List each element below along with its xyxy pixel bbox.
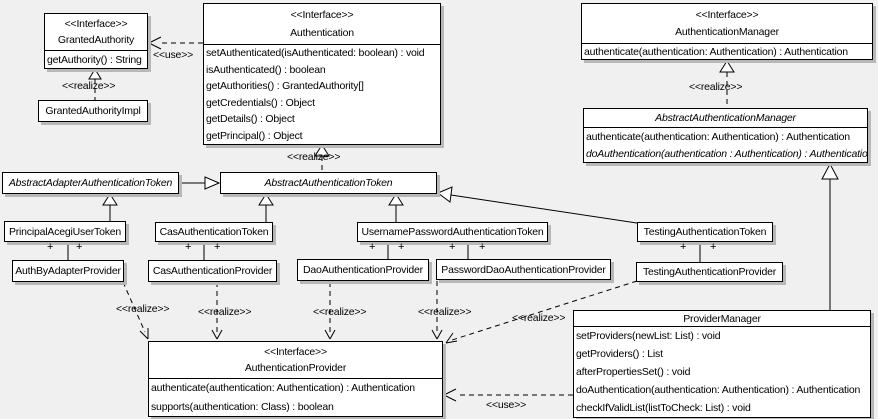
method: getDetails() : Object bbox=[206, 113, 295, 126]
class-authentication: <<Interface>> Authentication setAuthenti… bbox=[203, 3, 441, 145]
use-label: <<use>> bbox=[486, 399, 527, 411]
realize-arrow-daoauthenticationprovider bbox=[324, 282, 336, 340]
realize-label: <<realize>> bbox=[512, 312, 566, 324]
use-arrow-providermanager-authenticationprovider bbox=[443, 388, 573, 402]
method: setProviders(newList: List) : void bbox=[576, 330, 721, 342]
realize-label: <<realize>> bbox=[689, 81, 743, 93]
stereotype: <<Interface>> bbox=[695, 9, 759, 21]
realize-label: <<realize>> bbox=[313, 306, 367, 318]
realize-label: <<realize>> bbox=[62, 80, 116, 92]
class-name: CasAuthenticationProvider bbox=[152, 265, 273, 277]
class-name: AuthenticationManager bbox=[675, 26, 779, 38]
generalization-arrow-principal-token bbox=[102, 193, 118, 221]
realize-arrow-testingauthenticationprovider bbox=[445, 280, 638, 344]
class-abstract-authentication-manager: AbstractAuthenticationManager authentica… bbox=[583, 108, 868, 163]
class-principal-acegi-user-token: PrincipalAcegiUserToken bbox=[4, 221, 126, 242]
generalization-arrow-adapter-token bbox=[181, 176, 221, 190]
class-name: PasswordDaoAuthenticationProvider bbox=[441, 263, 606, 276]
realize-label: <<realize>> bbox=[198, 306, 252, 318]
class-authentication-manager: <<Interface>> AuthenticationManager auth… bbox=[581, 3, 873, 60]
class-abstract-adapter-authentication-token: AbstractAdapterAuthenticationToken bbox=[2, 172, 179, 194]
method: getProviders() : List bbox=[576, 348, 663, 360]
class-name: AuthByAdapterProvider bbox=[15, 265, 121, 277]
class-name: AbstractAuthenticationManager bbox=[655, 112, 796, 124]
class-name: GrantedAuthority bbox=[57, 34, 135, 46]
class-name: ProviderManager bbox=[683, 312, 761, 325]
class-testing-authentication-token: TestingAuthenticationToken bbox=[637, 222, 773, 242]
plus-marker: + bbox=[214, 241, 221, 253]
class-abstract-authentication-token: AbstractAuthenticationToken bbox=[220, 172, 437, 194]
class-name: TestingAuthenticationToken bbox=[643, 226, 767, 238]
plus-marker: + bbox=[680, 241, 687, 253]
class-name: Authentication bbox=[290, 26, 354, 39]
class-granted-authority-impl: GrantedAuthorityImpl bbox=[38, 100, 148, 122]
realize-label: <<realize>> bbox=[418, 306, 472, 318]
class-name: AuthenticationProvider bbox=[244, 362, 347, 374]
method: authenticate(authentication: Authenticat… bbox=[584, 45, 848, 58]
class-name: TestingAuthenticationProvider bbox=[642, 266, 777, 278]
class-name: CasAuthenticationToken bbox=[159, 226, 269, 238]
class-dao-authentication-provider: DaoAuthenticationProvider bbox=[297, 259, 429, 281]
class-provider-manager: ProviderManager setProviders(newList: Li… bbox=[573, 310, 871, 418]
realize-label: <<realize>> bbox=[116, 303, 170, 315]
method: isAuthenticated() : boolean bbox=[206, 63, 326, 76]
realize-label: <<realize>> bbox=[287, 151, 341, 163]
method: afterPropertiesSet() : void bbox=[576, 366, 691, 378]
realize-arrow-abstractauthenticationtoken bbox=[314, 144, 330, 172]
method: getPrincipal() : Object bbox=[206, 129, 303, 142]
method: authenticate(authentication: Authenticat… bbox=[151, 382, 415, 395]
plus-marker: + bbox=[47, 241, 54, 253]
use-label: <<use>> bbox=[153, 49, 194, 61]
realize-arrow-passworddaoauthenticationprovider bbox=[431, 281, 443, 340]
class-name: AbstractAdapterAuthenticationToken bbox=[8, 177, 173, 189]
realize-arrow-abstractauthenticationmanager bbox=[719, 60, 735, 108]
class-password-dao-authentication-provider: PasswordDaoAuthenticationProvider bbox=[436, 259, 611, 280]
method: doAuthentication(authentication: Authent… bbox=[576, 384, 861, 396]
class-name: UsernamePasswordAuthenticationToken bbox=[361, 226, 544, 238]
use-arrow-authentication-grantedauthority bbox=[148, 36, 203, 50]
method: authenticate(authentication: Authenticat… bbox=[586, 130, 850, 143]
generalization-arrow-cas-token bbox=[258, 193, 274, 222]
class-testing-authentication-provider: TestingAuthenticationProvider bbox=[636, 262, 783, 282]
realize-arrow-grantedauthorityimpl bbox=[88, 68, 102, 100]
method: checkIfValidList(listToCheck: List) : vo… bbox=[576, 402, 751, 414]
class-name: GrantedAuthorityImpl bbox=[45, 105, 141, 117]
class-name: PrincipalAcegiUserToken bbox=[8, 225, 122, 238]
class-name: AbstractAuthenticationToken bbox=[264, 177, 393, 189]
plus-marker: + bbox=[76, 241, 83, 253]
class-username-password-authentication-token: UsernamePasswordAuthenticationToken bbox=[357, 222, 548, 242]
generalization-arrow-providermanager bbox=[821, 162, 839, 310]
method: supports(authentication: Class) : boolea… bbox=[151, 400, 334, 413]
class-authentication-provider: <<Interface>> AuthenticationProvider aut… bbox=[148, 341, 443, 417]
plus-marker: + bbox=[369, 241, 376, 253]
generalization-arrow-usernamepassword-token bbox=[388, 193, 404, 222]
realize-arrow-casauthenticationprovider bbox=[211, 282, 223, 340]
realize-arrow-authbyadapterprovider bbox=[122, 281, 149, 340]
class-auth-by-adapter-provider: AuthByAdapterProvider bbox=[12, 260, 124, 282]
stereotype: <<Interface>> bbox=[64, 18, 128, 30]
class-granted-authority: <<Interface>> GrantedAuthority getAuthor… bbox=[44, 13, 148, 69]
plus-marker: + bbox=[185, 241, 192, 253]
class-cas-authentication-token: CasAuthenticationToken bbox=[155, 222, 273, 242]
class-cas-authentication-provider: CasAuthenticationProvider bbox=[148, 260, 277, 282]
plus-marker: + bbox=[479, 241, 486, 253]
method: getAuthority() : String bbox=[47, 54, 142, 66]
stereotype: <<Interface>> bbox=[290, 9, 354, 22]
method: setAuthenticated(isAuthenticated: boolea… bbox=[206, 47, 425, 60]
method: doAuthentication(authentication : Authen… bbox=[586, 147, 867, 160]
plus-marker: + bbox=[710, 241, 717, 253]
plus-marker: + bbox=[449, 241, 456, 253]
method: getCredentials() : Object bbox=[206, 96, 315, 109]
stereotype: <<Interface>> bbox=[264, 346, 327, 358]
method: getAuthorities() : GrantedAuthority[] bbox=[206, 80, 364, 93]
plus-marker: + bbox=[398, 241, 405, 253]
class-name: DaoAuthenticationProvider bbox=[303, 264, 423, 276]
generalization-arrow-testing-token bbox=[437, 186, 638, 224]
